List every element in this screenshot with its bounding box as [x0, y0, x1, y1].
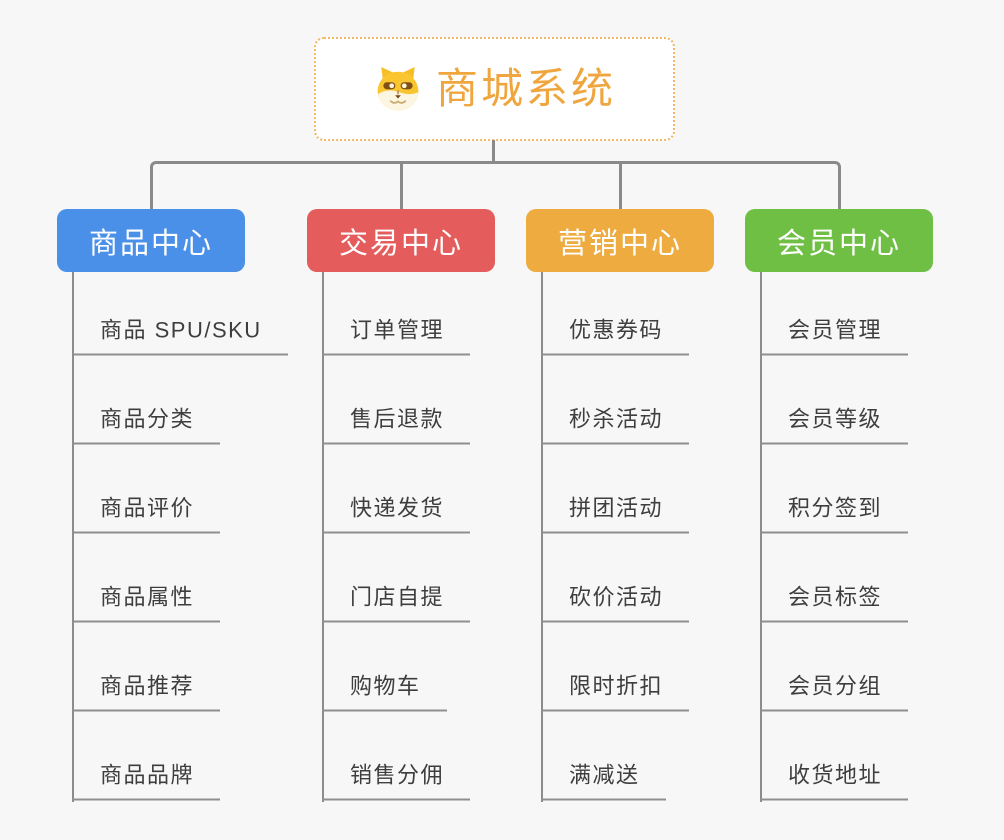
child-item[interactable]: 门店自提: [322, 584, 471, 622]
child-item[interactable]: 商品评价: [72, 495, 221, 533]
child-item[interactable]: 商品推荐: [72, 673, 221, 711]
branch-connector-member-center: [760, 272, 762, 802]
child-item[interactable]: 售后退款: [322, 406, 471, 444]
branch-connector-marketing-center: [541, 272, 543, 802]
branch-box-product-center[interactable]: 商品中心: [57, 209, 245, 272]
child-item[interactable]: 会员管理: [760, 317, 909, 355]
child-item[interactable]: 会员等级: [760, 406, 909, 444]
connector-elbow-left: [150, 161, 493, 210]
child-item[interactable]: 优惠券码: [541, 317, 690, 355]
child-item[interactable]: 商品属性: [72, 584, 221, 622]
connector-drop-trade-center: [400, 163, 403, 210]
branch-box-member-center[interactable]: 会员中心: [745, 209, 933, 272]
child-item[interactable]: 拼团活动: [541, 495, 690, 533]
child-item[interactable]: 砍价活动: [541, 584, 690, 622]
child-item[interactable]: 秒杀活动: [541, 406, 690, 444]
branch-connector-trade-center: [322, 272, 324, 802]
connector-root-stem: [492, 140, 495, 163]
child-item[interactable]: 满减送: [541, 762, 666, 800]
child-item[interactable]: 会员标签: [760, 584, 909, 622]
root-node[interactable]: 商城系统: [314, 37, 675, 141]
child-item[interactable]: 会员分组: [760, 673, 909, 711]
child-item[interactable]: 积分签到: [760, 495, 909, 533]
branch-box-marketing-center[interactable]: 营销中心: [526, 209, 714, 272]
root-title: 商城系统: [435, 65, 616, 112]
child-item[interactable]: 快递发货: [322, 495, 471, 533]
branch-box-trade-center[interactable]: 交易中心: [307, 209, 495, 272]
child-item[interactable]: 订单管理: [322, 317, 471, 355]
shiba-dog-icon: [373, 66, 423, 112]
child-item[interactable]: 商品分类: [72, 406, 221, 444]
connector-elbow-right: [493, 161, 841, 210]
child-item[interactable]: 销售分佣: [322, 762, 471, 800]
branch-connector-product-center: [72, 272, 74, 802]
connector-drop-marketing-center: [619, 163, 622, 210]
child-item[interactable]: 购物车: [322, 673, 447, 711]
child-item[interactable]: 商品 SPU/SKU: [72, 317, 288, 355]
child-item[interactable]: 限时折扣: [541, 673, 690, 711]
child-item[interactable]: 商品品牌: [72, 762, 221, 800]
child-item[interactable]: 收货地址: [760, 762, 909, 800]
